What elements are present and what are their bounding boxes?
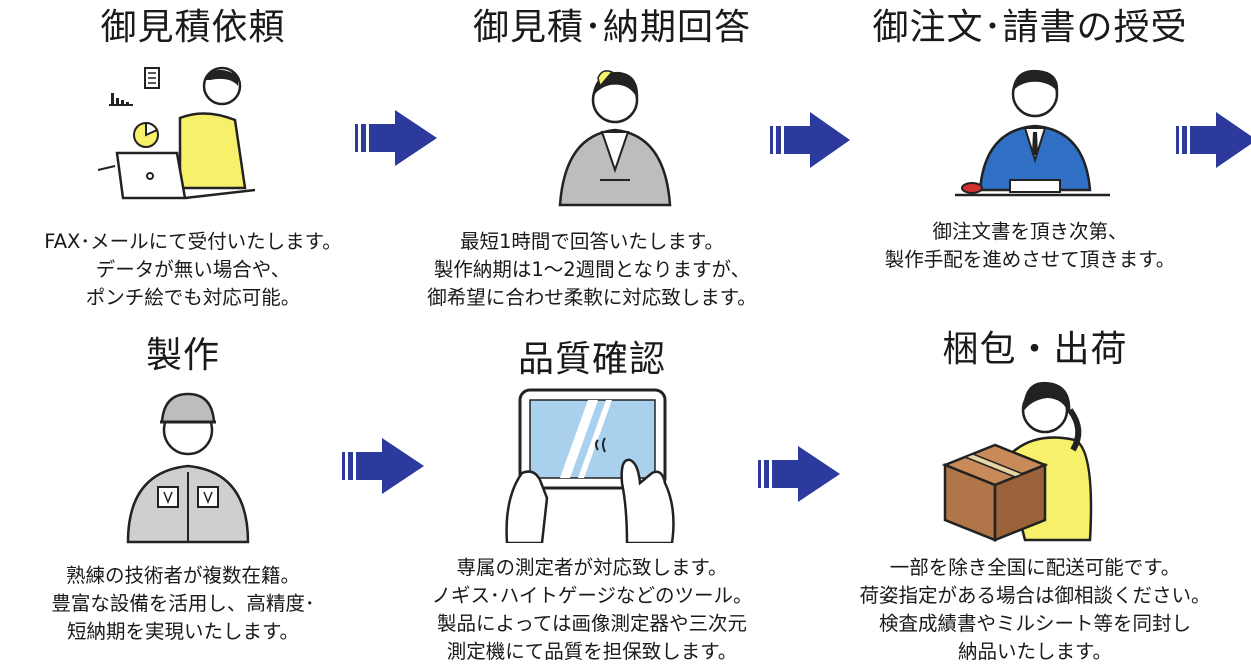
description-line: 製作納期は1～2週間となりますが、 (433, 258, 751, 281)
arrow-right-icon (342, 438, 424, 494)
description-line: 最短1時間で回答いたします。 (460, 230, 724, 253)
businessman-stamp-icon (955, 69, 1110, 197)
step-description: 熟練の技術者が複数在籍。豊富な設備を活用し、高精度･ 短納期を実現いたします。 (51, 562, 314, 646)
description-line: 御注文書を頂き次第、 (932, 220, 1128, 243)
description-line: 専属の測定者が対応致します。 (456, 556, 728, 579)
step-title: 御見積依頼 (100, 7, 286, 48)
woman-box-icon (941, 381, 1093, 542)
step-title: 製作 (145, 335, 221, 376)
description-line: 一部を除き全国に配送可能です。 (889, 556, 1181, 579)
step-description: 一部を除き全国に配送可能です。荷姿指定がある場合は御相談ください。検査成績書やミ… (859, 554, 1210, 666)
description-line: 検査成績書やミルシート等を同封し (878, 612, 1192, 635)
description-line: 荷姿指定がある場合は御相談ください。 (859, 584, 1211, 607)
arrow-right-icon (1176, 112, 1251, 168)
arrow-right-icon (758, 446, 840, 502)
arrow-right-icon (770, 112, 850, 168)
description-line: 測定機にて品質を担保致します。 (446, 640, 738, 663)
description-line: 短納期を実現いたします。 (66, 620, 300, 643)
description-line: 納品いたします。 (957, 640, 1113, 663)
person-laptop-icon (97, 66, 256, 200)
businesswoman-icon (558, 70, 672, 207)
step-description: 御注文書を頂き次第、製作手配を進めさせて頂きます。 (885, 218, 1176, 274)
description-line: 豊富な設備を活用し、高精度･ (51, 592, 315, 615)
description-line: 製作手配を進めさせて頂きます。 (884, 248, 1176, 271)
step-description: 専属の測定者が対応致します。ノギス･ハイトゲージなどのツール。製品によっては画像… (432, 554, 753, 666)
worker-icon (126, 392, 250, 544)
description-line: 御希望に合わせ柔軟に対応致します。 (427, 286, 757, 309)
description-line: 熟練の技術者が複数在籍。 (65, 564, 301, 587)
description-line: ノギス･ハイトゲージなどのツール。 (431, 584, 753, 607)
tablet-icon (505, 388, 675, 543)
step-title: 御注文･請書の授受 (872, 7, 1188, 48)
description-line: ポンチ絵でも対応可能。 (85, 286, 301, 309)
step-title: 御見積･納期回答 (472, 7, 752, 48)
step-title: 梱包・出荷 (942, 329, 1128, 370)
description-line: FAX･メールにて受付いたします。 (44, 230, 342, 253)
step-title: 品質確認 (517, 339, 667, 380)
step-description: FAX･メールにて受付いたします。データが無い場合や、ポンチ絵でも対応可能。 (44, 228, 341, 312)
step-description: 最短1時間で回答いたします。製作納期は1～2週間となりますが、御希望に合わせ柔軟… (427, 228, 757, 312)
arrow-right-icon (355, 110, 437, 166)
description-line: 製品によっては画像測定器や三次元 (436, 612, 748, 635)
description-line: データが無い場合や、 (95, 258, 291, 281)
